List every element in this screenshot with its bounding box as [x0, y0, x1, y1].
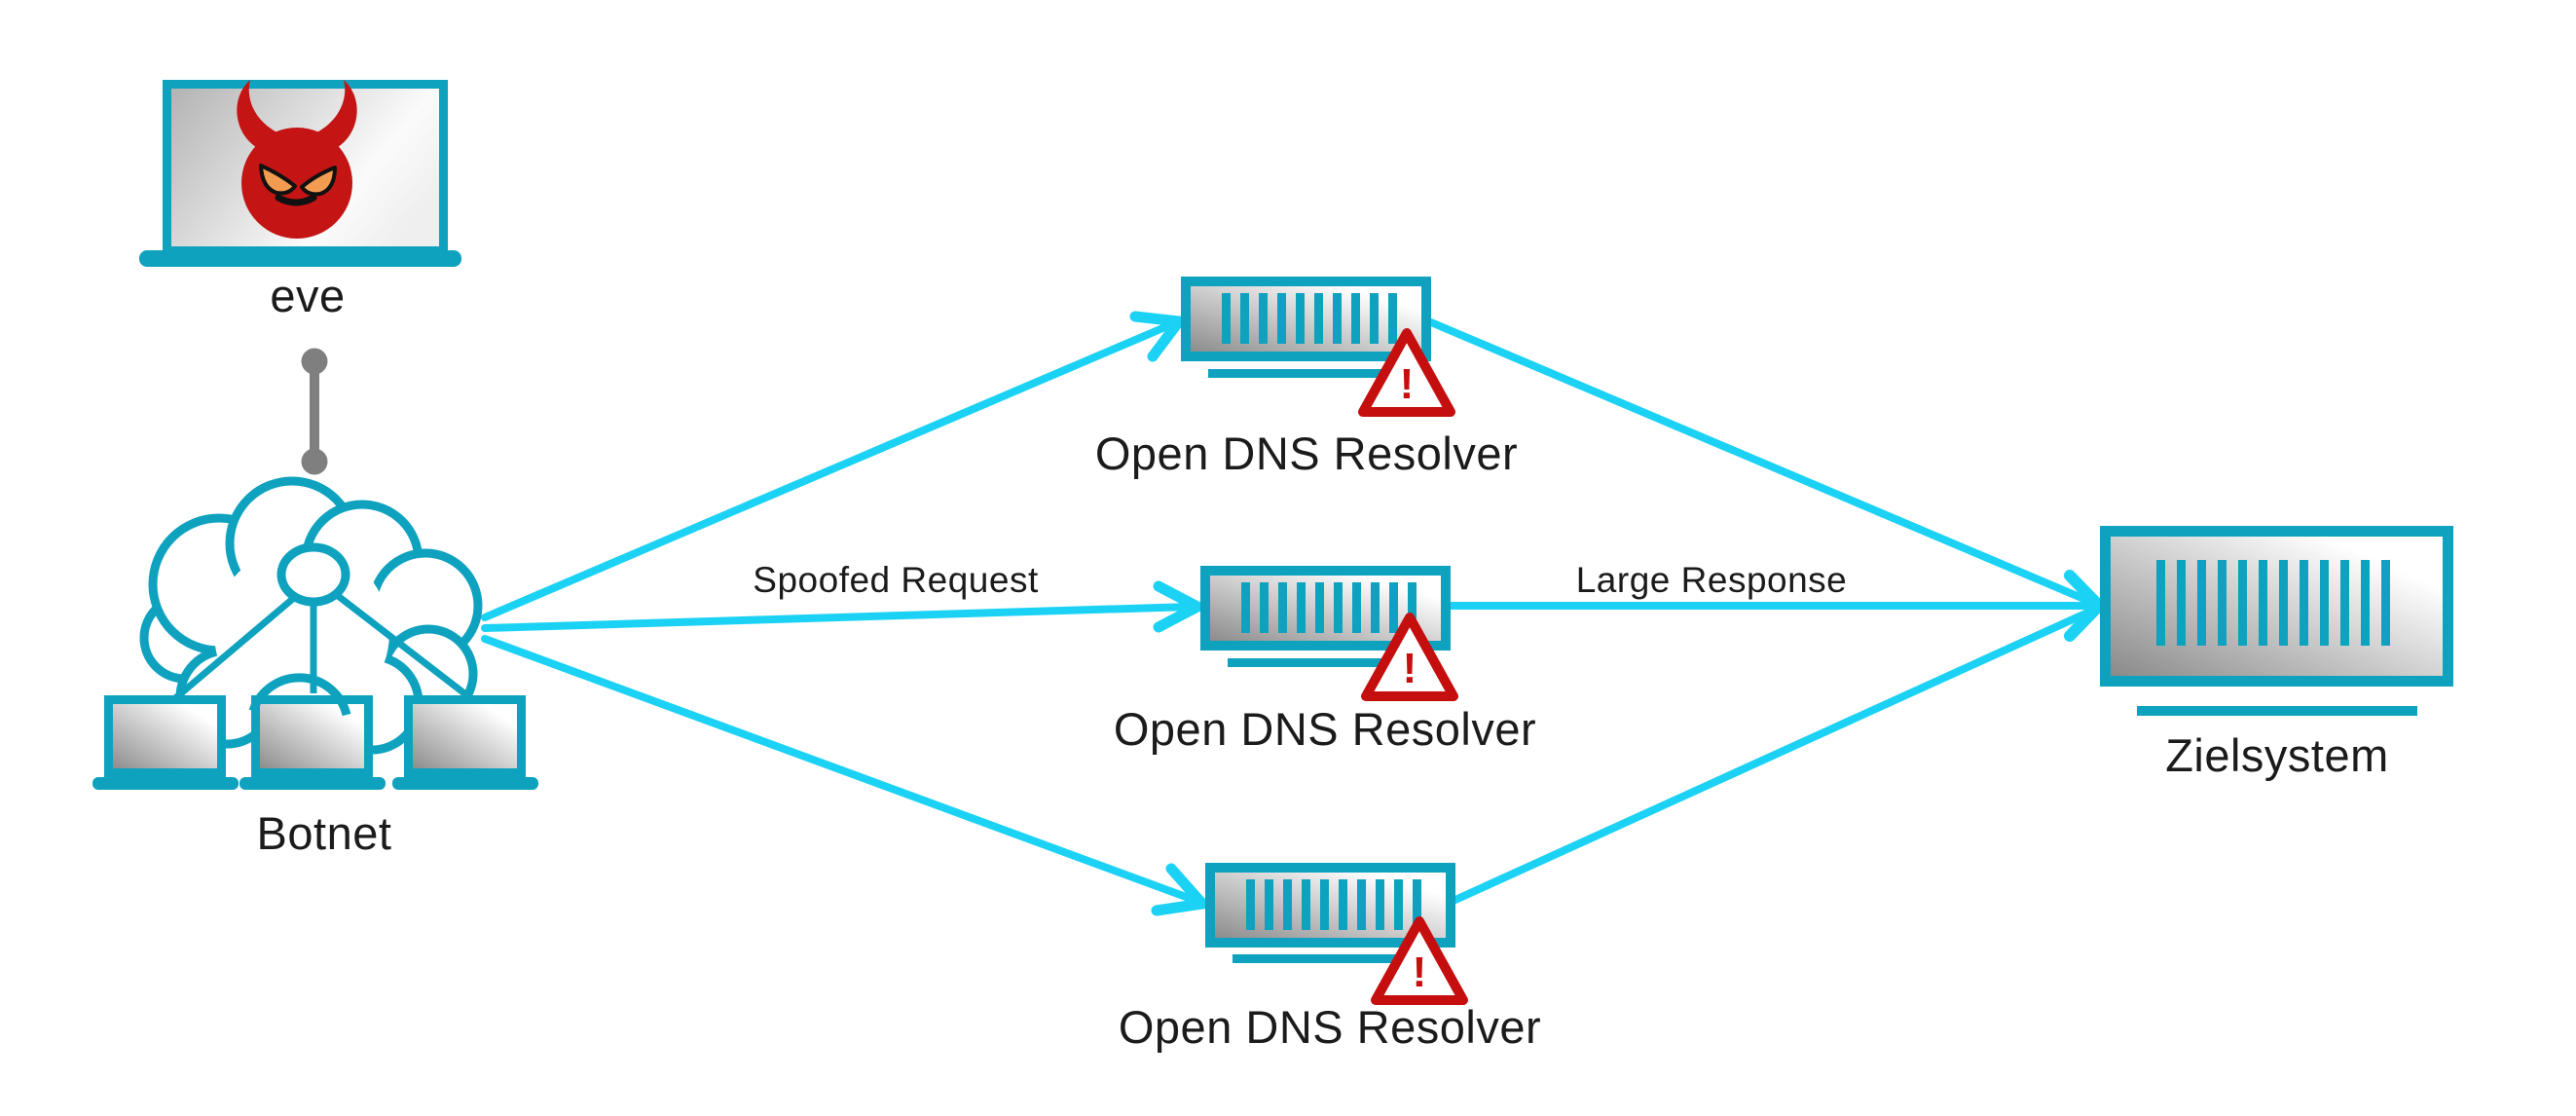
attacker-laptop [139, 80, 461, 267]
cloud-bottom-arc [248, 673, 351, 717]
attacker-label: eve [270, 270, 345, 321]
resolver-middle-label: Open DNS Resolver [1114, 703, 1536, 755]
resolver-top-label: Open DNS Resolver [1095, 428, 1518, 479]
target-label: Zielsystem [2165, 729, 2389, 781]
arrowhead-resolver-middle [1153, 580, 1209, 633]
resolver-middle [1205, 571, 1454, 696]
botnet-hub [172, 542, 467, 701]
attack-arrows [481, 311, 2108, 916]
arrowhead-target [2064, 570, 2108, 642]
target-server [2100, 526, 2453, 716]
arrow-to-resolver-bottom [481, 635, 1200, 905]
arrowhead-resolver-top [1129, 311, 1190, 362]
spoofed-request-label: Spoofed Request [753, 560, 1039, 600]
bot-laptop-3 [392, 700, 538, 791]
attacker-botnet-link [301, 348, 328, 475]
arrowhead-resolver-bottom [1151, 863, 1213, 916]
bot-laptop-2 [239, 700, 386, 791]
large-response-label: Large Response [1576, 560, 1848, 600]
resolver-bottom-label: Open DNS Resolver [1119, 1001, 1541, 1053]
resolver-top [1186, 281, 1451, 412]
response-line-top [1427, 318, 2097, 607]
resolver-bottom [1210, 868, 1463, 1000]
devil-right-eye [300, 166, 337, 197]
botnet-label: Botnet [257, 807, 392, 859]
arrow-to-resolver-middle [481, 603, 1196, 632]
devil-frown [275, 194, 317, 206]
arrow-to-resolver-top [481, 319, 1178, 621]
bot-laptop-1 [92, 700, 239, 791]
devil-face-icon [237, 80, 357, 239]
response-line-bottom [1452, 606, 2098, 904]
devil-left-eye [259, 164, 297, 196]
botnet-cloud [92, 476, 538, 791]
